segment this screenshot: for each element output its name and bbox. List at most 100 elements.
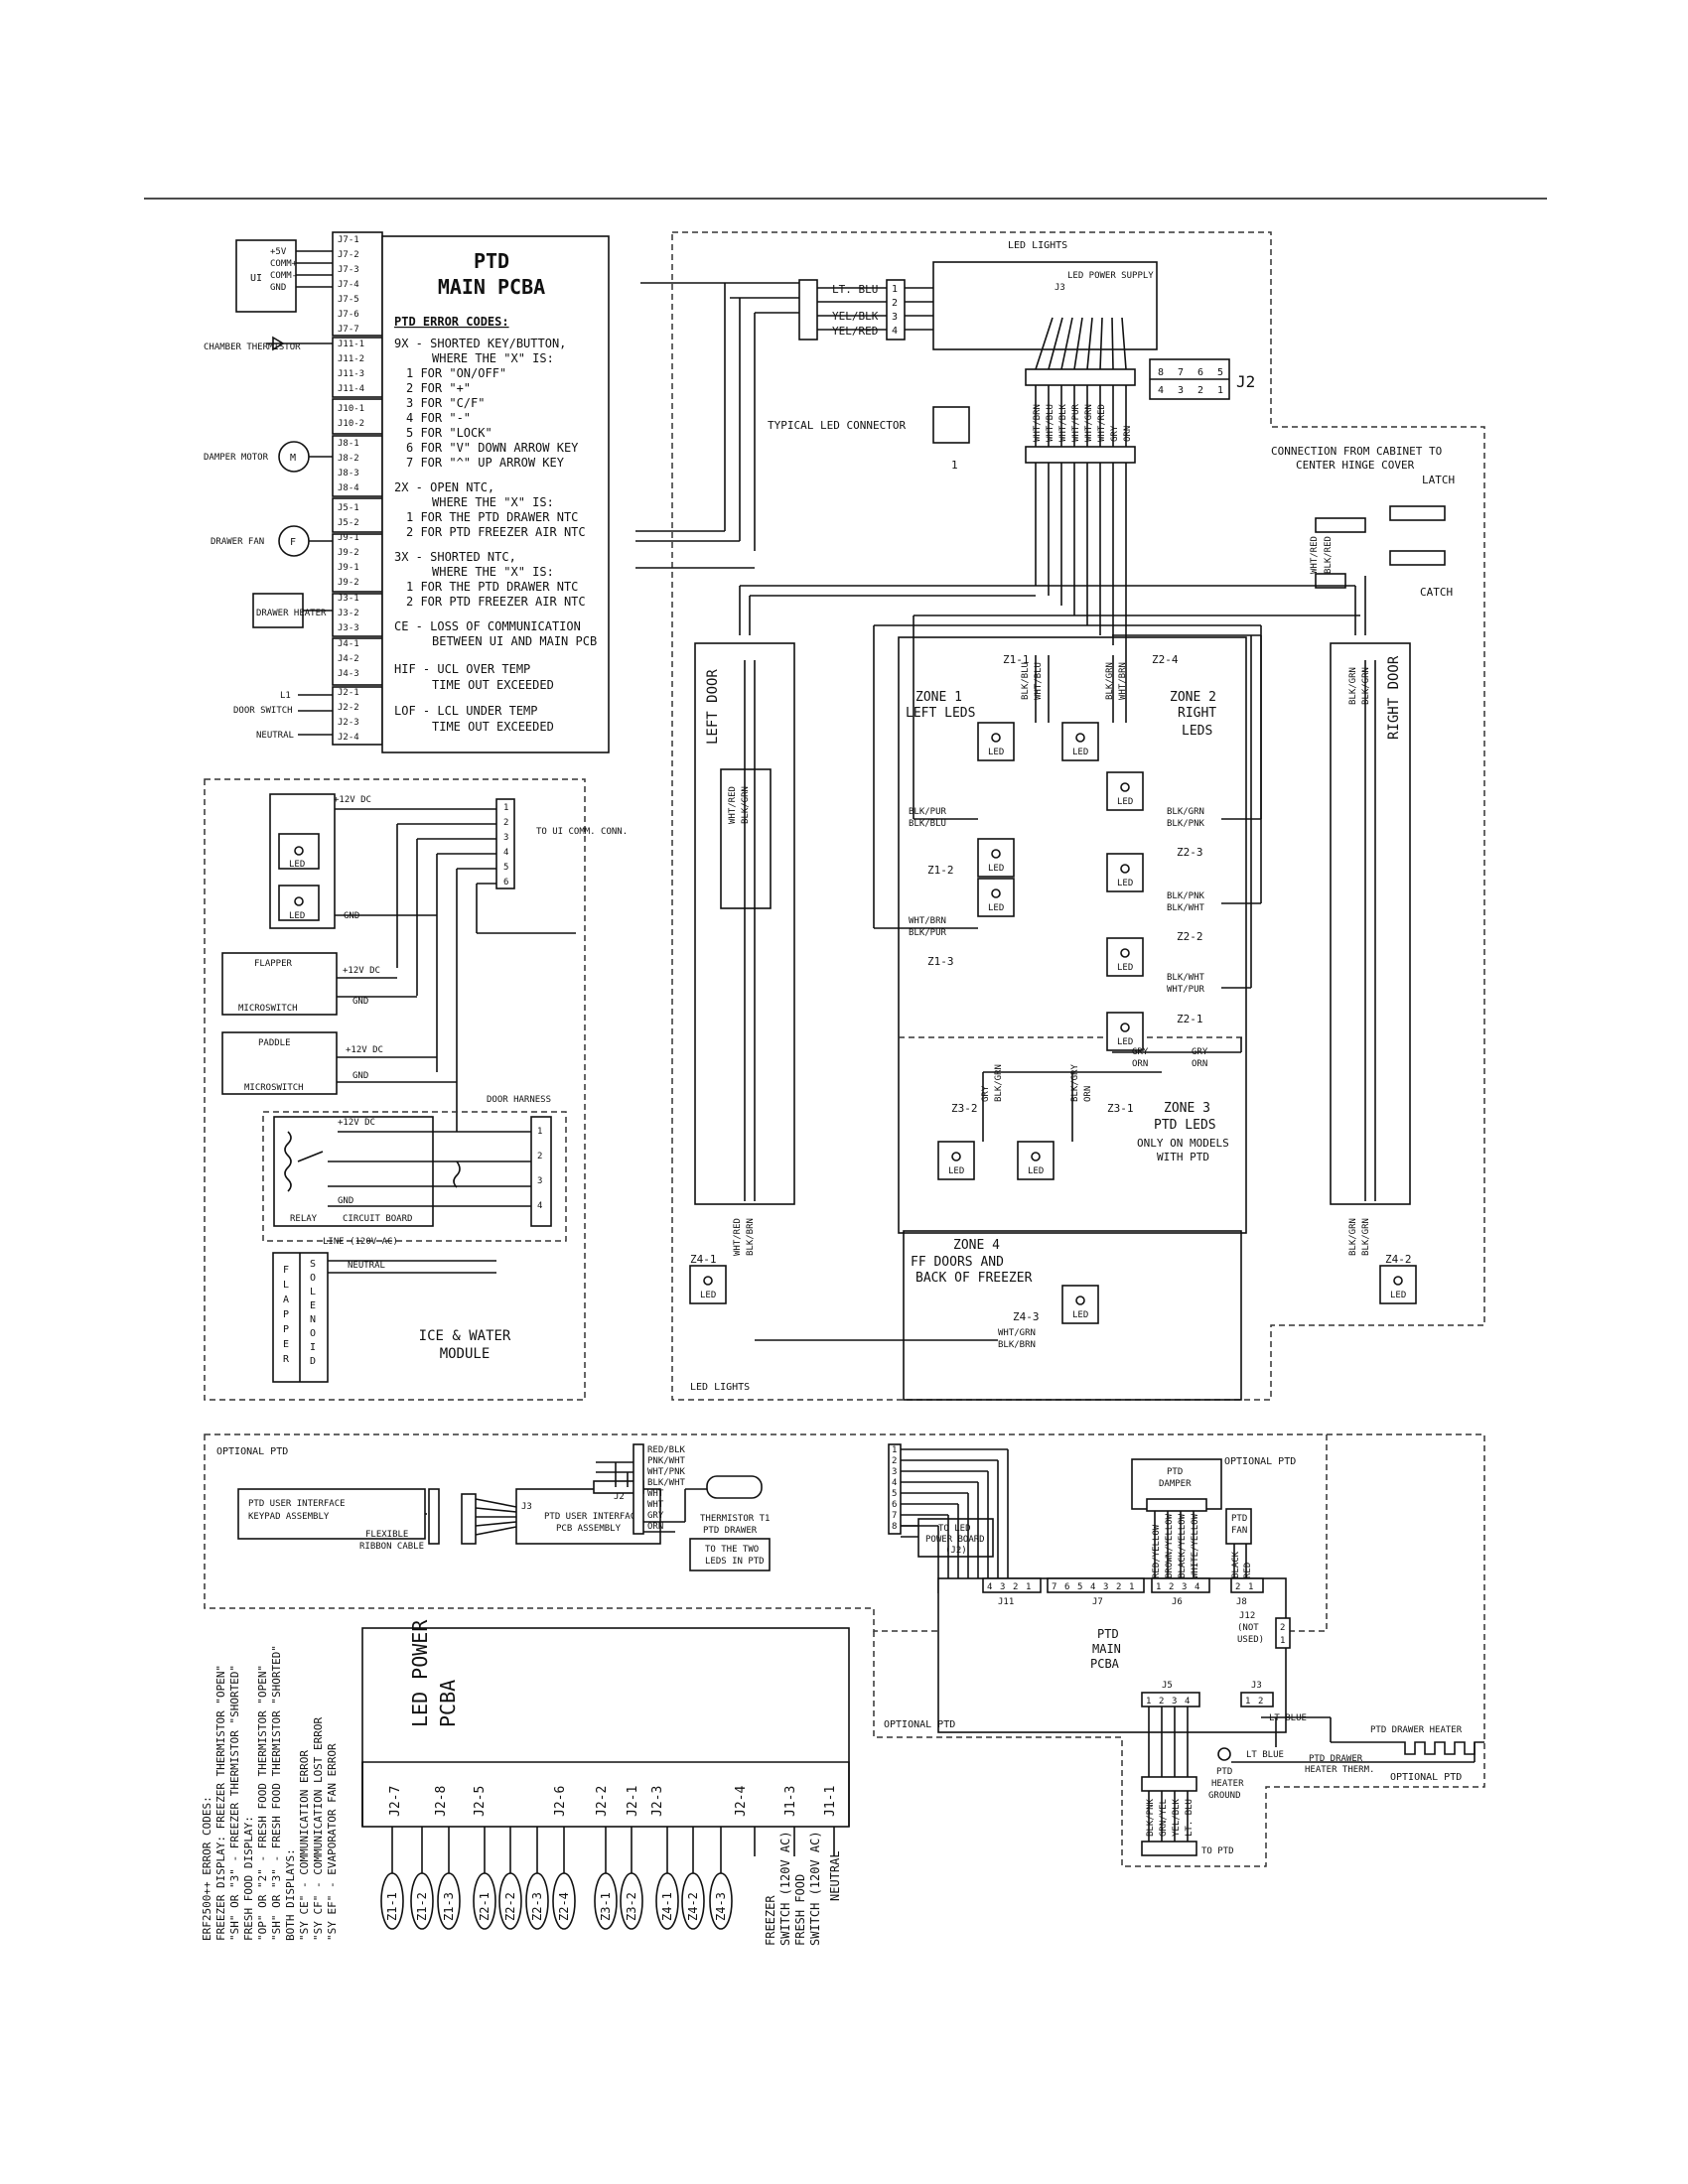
svg-text:Z2-1: Z2-1 — [1177, 1013, 1203, 1025]
zone-wire-label-v: WHT/RED — [733, 1218, 743, 1256]
zone-wire-label-v: WHT/RED — [728, 786, 738, 824]
svg-text:MICROSWITCH: MICROSWITCH — [244, 1083, 304, 1093]
ptd2-conn-label: J8 — [1236, 1597, 1247, 1607]
to-ui-pin: 5 — [503, 863, 508, 873]
j12-pin: 1 — [1280, 1636, 1285, 1646]
svg-text:FREEZER: FREEZER — [764, 1895, 777, 1946]
svg-text:TO PTD: TO PTD — [1201, 1846, 1234, 1856]
led-label: LED — [988, 748, 1004, 757]
svg-text:WITH PTD: WITH PTD — [1157, 1151, 1209, 1163]
zone-wire-label: BLK/PUR — [909, 807, 947, 817]
zone-wire-label-v: BLK/GRN — [1348, 1218, 1358, 1256]
to-ui-pin: 1 — [503, 803, 508, 813]
led-label: LED — [1072, 1310, 1088, 1320]
svg-text:CONNECTION FROM CABINET TO: CONNECTION FROM CABINET TO — [1271, 445, 1442, 458]
svg-text:LT BLUE: LT BLUE — [1269, 1713, 1307, 1723]
ptd2-pin: 4 — [1185, 1697, 1190, 1706]
led-label: LED — [1072, 748, 1088, 757]
ptd2-pin: 4 — [987, 1582, 992, 1592]
j3-wire-label: WHT/PUR — [1071, 403, 1081, 442]
svg-text:Z4-1: Z4-1 — [690, 1253, 717, 1266]
ptd-error-line: 1 FOR THE PTD DRAWER NTC — [406, 510, 578, 524]
led-label: LED — [988, 864, 1004, 874]
optional-ptd-label-2: OPTIONAL PTD — [1224, 1456, 1296, 1467]
harness-pin: 2 — [537, 1152, 542, 1161]
pcba-zone-label: Z2-4 — [557, 1892, 571, 1921]
j1-pin: 3 — [892, 312, 898, 323]
ptd2-pin: 1 — [1026, 1582, 1031, 1592]
erf-error-line: "SH" OR "3" - FREEZER THERMISTOR "SHORTE… — [228, 1665, 241, 1941]
ptd2-pin: 2 — [1235, 1582, 1240, 1592]
ribbon-line — [475, 1507, 517, 1513]
ptd2-pin: 1 — [1248, 1582, 1253, 1592]
opt-pin: 5 — [892, 1489, 897, 1499]
svg-text:SWITCH (120V AC): SWITCH (120V AC) — [778, 1831, 792, 1946]
j2-label: J2 — [1236, 372, 1255, 391]
to-ui-pin: 6 — [503, 878, 508, 887]
svg-text:J2: J2 — [614, 1492, 625, 1502]
right-door — [1330, 642, 1411, 1205]
ptd-error-line: WHERE THE "X" IS: — [432, 351, 554, 365]
led-power-supply — [932, 261, 1158, 350]
drawer-fan-label: DRAWER FAN — [211, 537, 264, 547]
ptd-pin-label: J5-2 — [338, 518, 359, 528]
svg-text:FLAPPER: FLAPPER — [254, 959, 293, 969]
led-block — [977, 838, 1015, 878]
ptd-pin-label: J5-1 — [338, 503, 359, 513]
led-icon — [991, 733, 1001, 743]
ptd-error-line: TIME OUT EXCEEDED — [432, 678, 554, 692]
ptd-error-header: PTD ERROR CODES: — [394, 315, 509, 329]
bottom-wire-label: YEL/BLK — [1172, 1798, 1182, 1837]
thermistor-t1 — [706, 1475, 763, 1499]
svg-text:HEATER THERM.: HEATER THERM. — [1305, 1765, 1374, 1775]
ptd-pin-label: J4-2 — [338, 654, 359, 664]
zone-wire-label-v: BLK/GRN — [1105, 662, 1115, 700]
to-ui-pin: 2 — [503, 818, 508, 828]
ptd-pin-label: J7-1 — [338, 235, 359, 245]
zone-wire-label: BLK/BRN — [998, 1340, 1036, 1350]
svg-text:LEDS IN PTD: LEDS IN PTD — [705, 1557, 765, 1567]
ptd-pin-label: J9-2 — [338, 578, 359, 588]
opt-wire-label: WHT — [647, 1500, 664, 1510]
svg-text:Z2-4: Z2-4 — [1152, 653, 1179, 666]
ptd-pin-label: J8-4 — [338, 483, 359, 493]
svg-text:Z3-1: Z3-1 — [1107, 1102, 1134, 1115]
j2-pin: 4 — [1158, 385, 1164, 396]
j3-feed — [1035, 317, 1054, 370]
ptd-pin-label: J11-2 — [338, 354, 364, 364]
bottom-wire-label: GRN/YEL — [1159, 1799, 1169, 1837]
svg-text:1: 1 — [951, 459, 958, 472]
zone-wire-label: BLK/PNK — [1167, 891, 1205, 901]
svg-text:Z2-2: Z2-2 — [1177, 930, 1203, 943]
to-ui-pin: 3 — [503, 833, 508, 843]
svg-text:CATCH: CATCH — [1420, 586, 1453, 599]
ptd-pin-label: J8-1 — [338, 439, 359, 449]
flapper-letter: P — [283, 1309, 289, 1320]
ptd-error-line: 1 FOR THE PTD DRAWER NTC — [406, 580, 578, 594]
zone-wire-label-v: WHT/BLU — [1034, 662, 1044, 700]
ptd-pin-label: J9-1 — [338, 533, 359, 543]
ptd-error-line: 4 FOR "-" — [406, 411, 471, 425]
pcba-zone-label: Z4-3 — [714, 1892, 728, 1921]
svg-text:Z1-3: Z1-3 — [927, 955, 954, 968]
pcba-pin: J2-5 — [473, 1786, 488, 1817]
ptd2-pin: 2 — [1013, 1582, 1018, 1592]
svg-text:RIGHT: RIGHT — [1178, 706, 1216, 721]
svg-text:NEUTRAL: NEUTRAL — [348, 1261, 385, 1271]
erf-error-line: FRESH FOOD DISPLAY: — [242, 1816, 255, 1941]
svg-text:+12V DC: +12V DC — [346, 1045, 383, 1055]
ptd-pin-label: J4-1 — [338, 639, 359, 649]
opt-pin: 4 — [892, 1478, 897, 1488]
ui-line: COMM- — [270, 271, 297, 281]
svg-text:FF DOORS AND: FF DOORS AND — [911, 1255, 1004, 1270]
ptd-pin-label: J8-3 — [338, 469, 359, 478]
ptd-pin-label: J7-2 — [338, 250, 359, 260]
svg-text:THERMISTOR T1: THERMISTOR T1 — [700, 1514, 770, 1524]
l1-label: L1 — [280, 691, 291, 701]
ptd2-pin: 3 — [1000, 1582, 1005, 1592]
zone1-title: ZONE 1 — [915, 690, 962, 705]
led-block — [689, 1265, 727, 1304]
flapper-letter: R — [283, 1354, 290, 1365]
led-label: LED — [1390, 1291, 1406, 1300]
